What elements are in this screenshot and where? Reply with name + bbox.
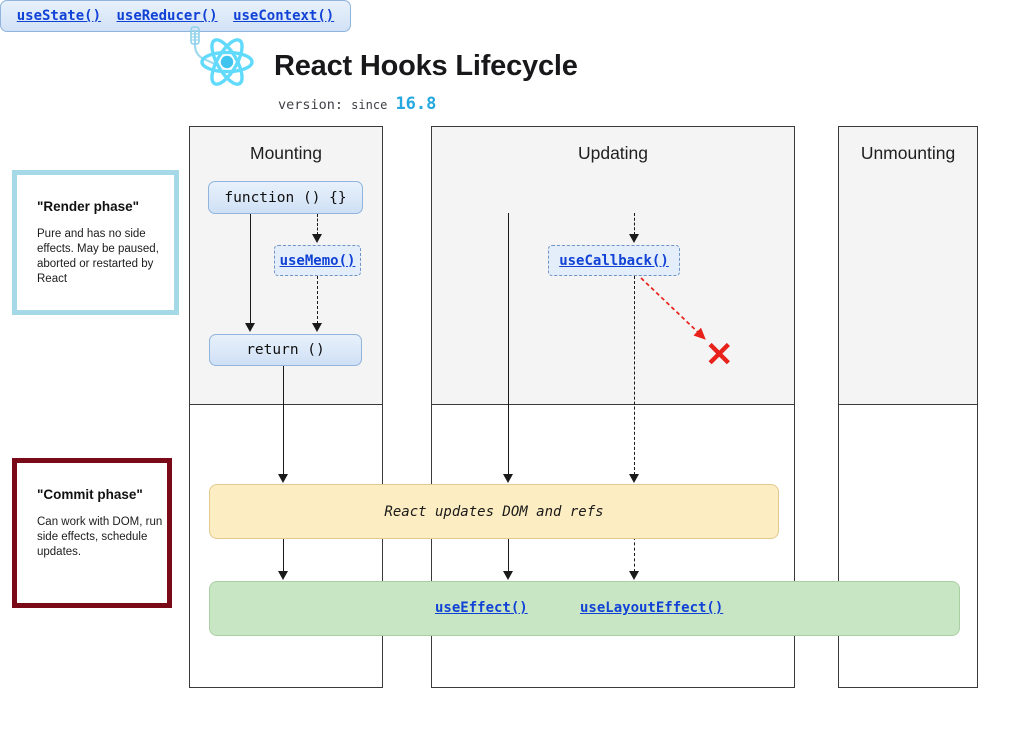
arrowhead-usestate-to-dom (503, 474, 513, 483)
react-hook-logo-icon (182, 24, 260, 96)
usecontext-link[interactable]: useContext() (233, 8, 335, 24)
dom-update-label: React updates DOM and refs (384, 503, 604, 520)
arrowhead-function-to-usememo (312, 234, 322, 243)
connector-dom-to-effects-updating (508, 537, 509, 572)
arrowhead-usecallback-to-dom (629, 474, 639, 483)
dom-update-bar: React updates DOM and refs (209, 484, 779, 539)
commit-phase-title: "Commit phase" (37, 487, 143, 502)
version-since: since (351, 98, 388, 112)
arrowhead-return-to-dom (278, 474, 288, 483)
arrowhead-function-to-return (245, 323, 255, 332)
node-usecallback[interactable]: useCallback() (548, 245, 680, 276)
arrowhead-usestate-to-usecallback (629, 234, 639, 243)
useeffect-link[interactable]: useEffect() (435, 600, 528, 616)
connector-function-to-return (250, 214, 251, 324)
page-title: React Hooks Lifecycle (274, 50, 578, 82)
arrowhead-dom-to-effects-updating (503, 571, 513, 580)
column-unmounting-title: Unmounting (860, 143, 956, 163)
node-function[interactable]: function () {} (208, 181, 363, 214)
connector-dom-to-effects-layout (634, 537, 635, 572)
effects-bar: useEffect() useLayoutEffect() (209, 581, 960, 636)
version-label: version: since 16.8 (278, 94, 436, 114)
usecallback-link[interactable]: useCallback() (559, 252, 669, 269)
render-phase-title: "Render phase" (37, 199, 140, 214)
connector-usestate-to-usecallback (634, 213, 635, 235)
connector-usememo-to-return (317, 276, 318, 324)
column-updating-title: Updating (577, 143, 649, 163)
render-phase-description: Pure and has no side effects. May be pau… (37, 228, 159, 285)
usereducer-link[interactable]: useReducer() (116, 8, 218, 24)
invalid-marker-icon: ✕ (705, 336, 734, 374)
commit-phase-description: Can work with DOM, run side effects, sch… (37, 516, 163, 558)
column-mounting-title: Mounting (250, 143, 322, 163)
arrowhead-dom-to-effects-mounting (278, 571, 288, 580)
connector-usecallback-to-dom (634, 276, 635, 475)
connector-return-to-dom (283, 366, 284, 475)
render-phase-callout: "Render phase" Pure and has no side effe… (12, 170, 179, 315)
arrowhead-usememo-to-return (312, 323, 322, 332)
arrowhead-dom-to-effects-layout (629, 571, 639, 580)
uselayouteffect-link[interactable]: useLayoutEffect() (580, 600, 724, 616)
version-number: 16.8 (395, 94, 437, 114)
node-usememo[interactable]: useMemo() (274, 245, 361, 276)
node-return[interactable]: return () (209, 334, 362, 366)
connector-function-to-usememo (317, 214, 318, 235)
usestate-link[interactable]: useState() (16, 8, 102, 24)
version-text: version: (278, 97, 344, 113)
connector-dom-to-effects-mounting (283, 537, 284, 572)
diagram-header: React Hooks Lifecycle version: since 16.… (182, 22, 742, 114)
usememo-link[interactable]: useMemo() (279, 252, 356, 269)
column-unmounting-render-band (839, 127, 977, 405)
connector-usestate-to-dom (508, 213, 509, 475)
node-state-hooks-group[interactable]: useState() useReducer() useContext() (0, 0, 351, 32)
commit-phase-callout: "Commit phase" Can work with DOM, run si… (12, 458, 172, 608)
